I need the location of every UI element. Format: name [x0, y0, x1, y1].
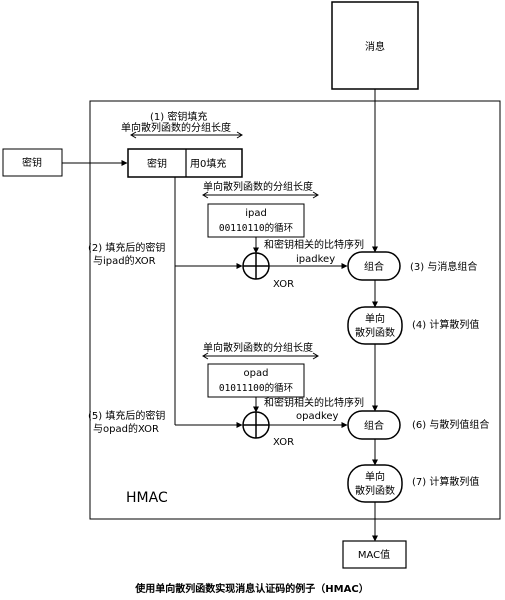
- ipadkey-label: ipadkey: [296, 254, 335, 265]
- key-input-label: 密钥: [22, 156, 42, 169]
- padded-key-box: [127, 148, 243, 178]
- padded-key-label: 密钥: [147, 157, 167, 170]
- hmac-frame: [89, 100, 501, 520]
- message-label: 消息: [365, 40, 385, 53]
- opadkey-label: opadkey: [296, 411, 339, 422]
- step1-label: (1) 密钥填充: [150, 110, 207, 123]
- ipad-title: ipad: [245, 208, 267, 219]
- step2-line1: (2) 填充后的密钥: [88, 241, 165, 254]
- ipad-bits: 00110110的循环: [219, 222, 293, 234]
- step5-line1: (5) 填充后的密钥: [88, 409, 165, 422]
- bracket-3-left: [202, 352, 209, 360]
- block-len-label-2: 单向散列函数的分组长度: [203, 180, 313, 193]
- bracket-1-right: [236, 131, 243, 139]
- step7-label: (7) 计算散列值: [412, 475, 479, 488]
- step5-line2: 与opad的XOR: [93, 422, 159, 435]
- bracket-3-right: [312, 352, 319, 360]
- step4-label: (4) 计算散列值: [412, 318, 479, 331]
- mac-value-box: [342, 540, 407, 569]
- mac-value-label: MAC值: [358, 548, 390, 561]
- zero-pad-label: 用0填充: [190, 157, 226, 170]
- hash1-line2: 散列函数: [355, 326, 395, 339]
- combine-label-2: 组合: [364, 419, 384, 432]
- xor-label-2: XOR: [273, 437, 294, 448]
- combine-label-1: 组合: [364, 260, 384, 273]
- step6-label: (6) 与散列值组合: [412, 418, 489, 431]
- hash2-line1: 单向: [365, 470, 385, 483]
- key-bits-label-2: 和密钥相关的比特序列: [264, 396, 364, 409]
- key-bits-label-1: 和密钥相关的比特序列: [264, 238, 364, 251]
- opad-box: [207, 363, 305, 398]
- block-len-label-3: 单向散列函数的分组长度: [203, 341, 313, 354]
- step2-line2: 与ipad的XOR: [93, 254, 156, 267]
- step3-label: (3) 与消息组合: [410, 260, 477, 273]
- hmac-label: HMAC: [126, 490, 168, 506]
- combine-box-1: [347, 251, 401, 281]
- opad-bits: 01011100的循环: [219, 382, 293, 394]
- hash2-line2: 散列函数: [355, 484, 395, 497]
- bracket-2-right: [312, 191, 319, 199]
- bracket-1-left: [130, 131, 137, 139]
- figure-caption: 使用单向散列函数实现消息认证码的例子（HMAC）: [134, 582, 368, 595]
- xor-label-1: XOR: [273, 279, 294, 290]
- hash1-line1: 单向: [365, 312, 385, 325]
- opad-title: opad: [244, 368, 269, 379]
- bracket-2-left: [202, 191, 209, 199]
- combine-box-2: [347, 410, 401, 440]
- block-len-label-1: 单向散列函数的分组长度: [121, 121, 231, 134]
- ipad-box: [207, 203, 305, 238]
